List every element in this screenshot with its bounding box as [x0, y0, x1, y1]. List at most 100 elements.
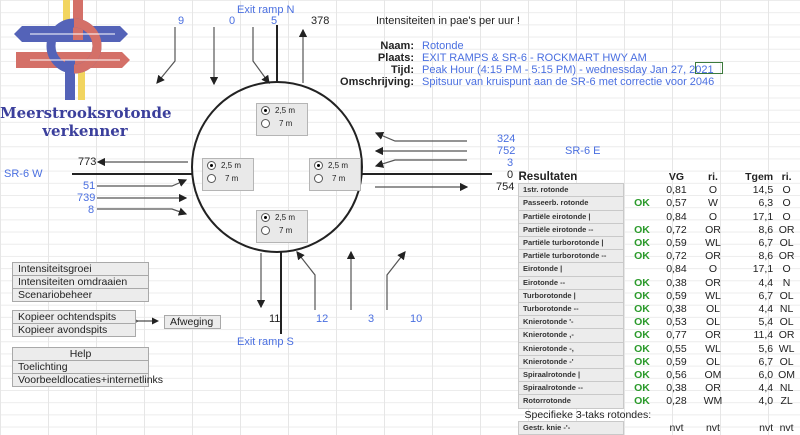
plaats-value: EXIT RAMPS & SR-6 - ROCKMART HWY AM: [422, 52, 647, 64]
toelichting-button[interactable]: Toelichting capaciteitsformules: [12, 360, 149, 374]
result-ri: OR: [693, 382, 732, 395]
naam-label: Naam:: [304, 40, 414, 52]
result-tgem: 4,4: [733, 276, 773, 289]
result-tgem: 8,6: [733, 223, 773, 236]
result-ok: OK: [624, 250, 660, 263]
result-ri: W: [693, 197, 732, 210]
north-left-arrow: [157, 27, 175, 83]
help-button[interactable]: Help: [12, 347, 149, 361]
result-ri: OM: [693, 369, 732, 382]
result-name[interactable]: Rotorrotonde: [519, 395, 624, 408]
east-leg-name: SR-6 E: [565, 145, 600, 157]
east-in-through: 752: [497, 145, 515, 157]
radio-7m[interactable]: [261, 119, 270, 128]
result-name[interactable]: Turborotonde |: [519, 289, 624, 302]
result-ok: OK: [624, 316, 660, 329]
east-out: 754: [496, 181, 514, 193]
afweging-button[interactable]: Afweging: [164, 315, 221, 329]
result-ri2: O: [773, 263, 800, 276]
south-out: 11: [269, 313, 280, 325]
result-ri2: ZL: [773, 395, 800, 408]
result-ok: OK: [624, 289, 660, 302]
kopieer-ochtendspits-button[interactable]: Kopieer ochtendspits: [12, 310, 136, 324]
lane-option-east[interactable]: 2,5 m 7 m: [309, 158, 361, 191]
result-ok: OK: [624, 329, 660, 342]
lane-option-west[interactable]: 2,5 m 7 m: [202, 158, 254, 191]
radio-label: 2,5 m: [221, 161, 241, 170]
intensiteitsgroei-button[interactable]: Intensiteitsgroei: [12, 262, 149, 276]
result-ri: OR: [693, 250, 732, 263]
selected-cell[interactable]: [695, 62, 723, 74]
result-tgem: 5,6: [733, 342, 773, 355]
result-name[interactable]: Passeerb. rotonde: [519, 197, 624, 210]
radio-label: 2,5 m: [328, 161, 348, 170]
radio-2-5m[interactable]: [314, 161, 323, 170]
south-leg-name: Exit ramp S: [237, 336, 294, 348]
result-vg: 0,59: [660, 355, 693, 368]
result-name[interactable]: Partiële turborotonde |: [519, 237, 624, 250]
result-tgem: 17,1: [733, 210, 773, 223]
results-panel: Resultaten VG ri. Tgem ri. 1str. rotonde…: [518, 171, 800, 435]
lane-option-south[interactable]: 2,5 m 7 m: [256, 210, 308, 243]
plaats-label: Plaats:: [304, 52, 414, 64]
east-right-arrow: [376, 160, 467, 166]
lane-option-north[interactable]: 2,5 m 7 m: [256, 103, 308, 136]
radio-2-5m[interactable]: [261, 213, 270, 222]
result-ri: O: [693, 184, 732, 197]
result-ri: OR: [693, 329, 732, 342]
result-ri: O: [693, 210, 732, 223]
result-name[interactable]: Turborotonde --: [519, 303, 624, 316]
result-ok: OK: [624, 369, 660, 382]
result-name[interactable]: Spiraalrotonde |: [519, 369, 624, 382]
result-ri2: OR: [773, 329, 800, 342]
voorbeeldlocaties-button[interactable]: Voorbeeldlocaties+internetlinks: [12, 373, 149, 387]
result-name[interactable]: Knierotonde ,-: [519, 329, 624, 342]
result-vg: 0,72: [660, 250, 693, 263]
result-name[interactable]: Knierotonde '-: [519, 316, 624, 329]
radio-7m[interactable]: [314, 174, 323, 183]
result-ri: WL: [693, 237, 732, 250]
radio-label: 2,5 m: [275, 106, 295, 115]
north-right-arrow: [253, 27, 269, 83]
intensiteiten-omdraaien-button[interactable]: Intensiteiten omdraaien: [12, 275, 149, 289]
result-tgem: 11,4: [733, 329, 773, 342]
result-tgem: 8,6: [733, 250, 773, 263]
north-in-left: 9: [178, 15, 184, 27]
radio-7m[interactable]: [261, 226, 270, 235]
result-name[interactable]: Eirotonde |: [519, 263, 624, 276]
result-name[interactable]: 1str. rotonde: [519, 184, 624, 197]
result-name[interactable]: Partiële eirotonde |: [519, 210, 624, 223]
west-right-arrow: [97, 209, 186, 214]
tijd-label: Tijd:: [304, 64, 414, 76]
result-ri: OR: [693, 276, 732, 289]
west-in-right: 8: [88, 204, 94, 216]
west-left-arrow: [97, 180, 186, 186]
scenariobeheer-button[interactable]: Scenariobeheer: [12, 288, 149, 302]
radio-7m[interactable]: [207, 174, 216, 183]
result-name[interactable]: Partiële eirotonde --: [519, 223, 624, 236]
result-vg: 0,55: [660, 342, 693, 355]
result-ok: OK: [624, 355, 660, 368]
radio-label: 7 m: [221, 174, 238, 183]
radio-2-5m[interactable]: [207, 161, 216, 170]
result-name[interactable]: Eirotonde --: [519, 276, 624, 289]
result-ok: [624, 263, 660, 276]
result-name[interactable]: Knierotonde -,: [519, 342, 624, 355]
result-ri2: O: [773, 184, 800, 197]
result-vg: 0,59: [660, 289, 693, 302]
result-name[interactable]: Gestr. knie -'-: [519, 421, 624, 434]
result-ri: nvt: [693, 421, 732, 434]
tijd-value: Peak Hour (4:15 PM - 5:15 PM) - wednessd…: [422, 64, 714, 76]
result-vg: 0,28: [660, 395, 693, 408]
kopieer-avondspits-button[interactable]: Kopieer avondspits: [12, 323, 136, 337]
result-name[interactable]: Spiraalrotonde --: [519, 382, 624, 395]
result-ok: OK: [624, 382, 660, 395]
result-name[interactable]: Knierotonde -': [519, 355, 624, 368]
result-name[interactable]: Partiële turborotonde --: [519, 250, 624, 263]
radio-2-5m[interactable]: [261, 106, 270, 115]
result-ri: OR: [693, 223, 732, 236]
